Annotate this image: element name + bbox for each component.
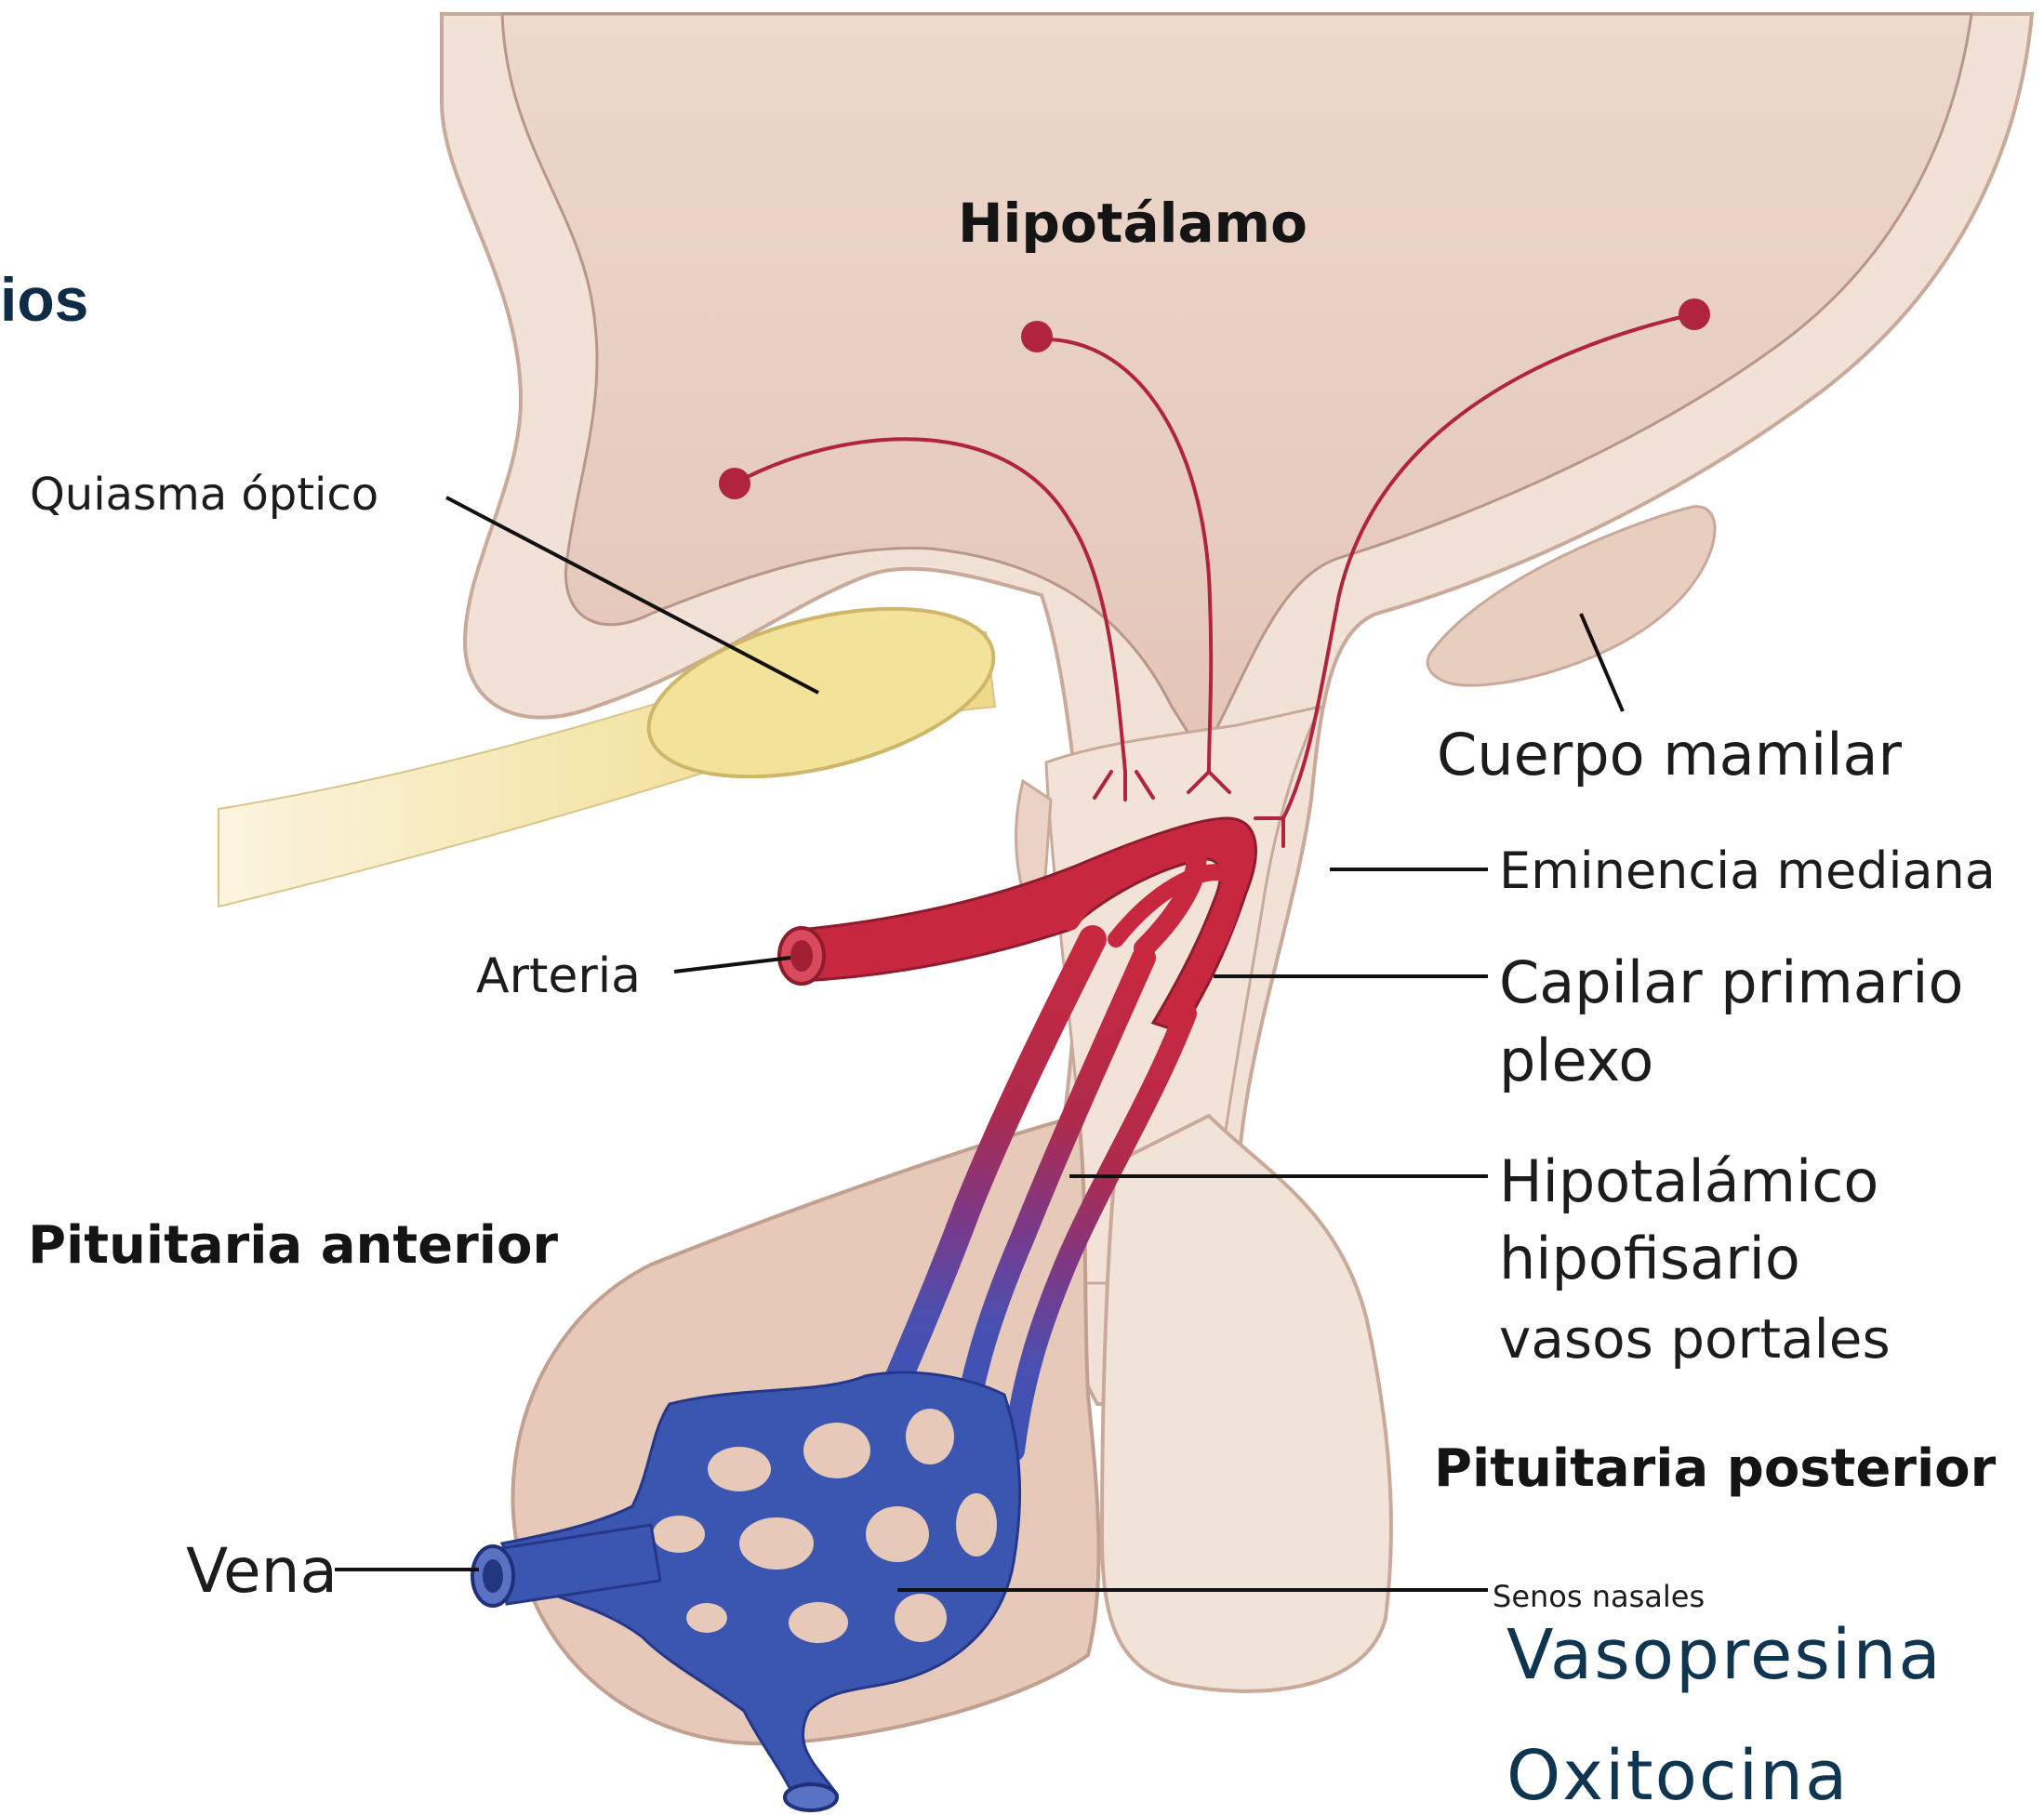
neuron-body-3 bbox=[1679, 298, 1710, 330]
sinus-hole-7 bbox=[956, 1493, 997, 1557]
label-sinuses: Senos nasales bbox=[1493, 1579, 1705, 1614]
label-vein: Vena bbox=[186, 1535, 338, 1607]
vein-lumen bbox=[483, 1559, 503, 1593]
hormone-oxytocin: Oxitocina bbox=[1506, 1736, 1849, 1815]
sinus-hole-2 bbox=[803, 1423, 870, 1478]
label-primary-plexus-2: plexo bbox=[1499, 1027, 1653, 1094]
sinus-hole-5 bbox=[739, 1517, 814, 1570]
sinus-hole-8 bbox=[789, 1602, 848, 1643]
label-median-eminence: Eminencia mediana bbox=[1499, 841, 1996, 900]
sinus-hole-4 bbox=[653, 1516, 705, 1553]
sinus-hole-1 bbox=[708, 1447, 771, 1491]
hormone-vasopressin: Vasopresina bbox=[1506, 1615, 1943, 1695]
label-optic-chiasm: Quiasma óptico bbox=[30, 469, 378, 521]
sinus-hole-3 bbox=[906, 1409, 954, 1464]
label-mammillary-body: Cuerpo mamilar bbox=[1437, 721, 1902, 788]
heading-fragment: ios bbox=[0, 265, 88, 334]
label-anterior-pituitary: Pituitaria anterior bbox=[28, 1215, 558, 1276]
label-portal-vessels-2: hipofisario bbox=[1499, 1225, 1800, 1292]
label-portal-vessels-1: Hipotalámico bbox=[1499, 1147, 1878, 1215]
lower-vein-opening bbox=[785, 1784, 837, 1810]
label-portal-vessels-3: vasos portales bbox=[1499, 1307, 1891, 1371]
sinus-hole-9 bbox=[895, 1594, 947, 1642]
leader-artery bbox=[674, 958, 790, 972]
sinus-hole-6 bbox=[866, 1506, 929, 1562]
label-artery: Arteria bbox=[476, 948, 641, 1004]
posterior-pituitary-lobe bbox=[1102, 1116, 1391, 1691]
label-hypothalamus: Hipotálamo bbox=[958, 192, 1307, 255]
sinus-hole-10 bbox=[686, 1603, 727, 1633]
neuron-body-1 bbox=[719, 468, 750, 499]
artery-lumen bbox=[790, 940, 813, 972]
label-posterior-pituitary: Pituitaria posterior bbox=[1434, 1438, 1997, 1499]
neuron-body-2 bbox=[1021, 321, 1053, 352]
label-primary-plexus-1: Capilar primario bbox=[1499, 948, 1963, 1016]
